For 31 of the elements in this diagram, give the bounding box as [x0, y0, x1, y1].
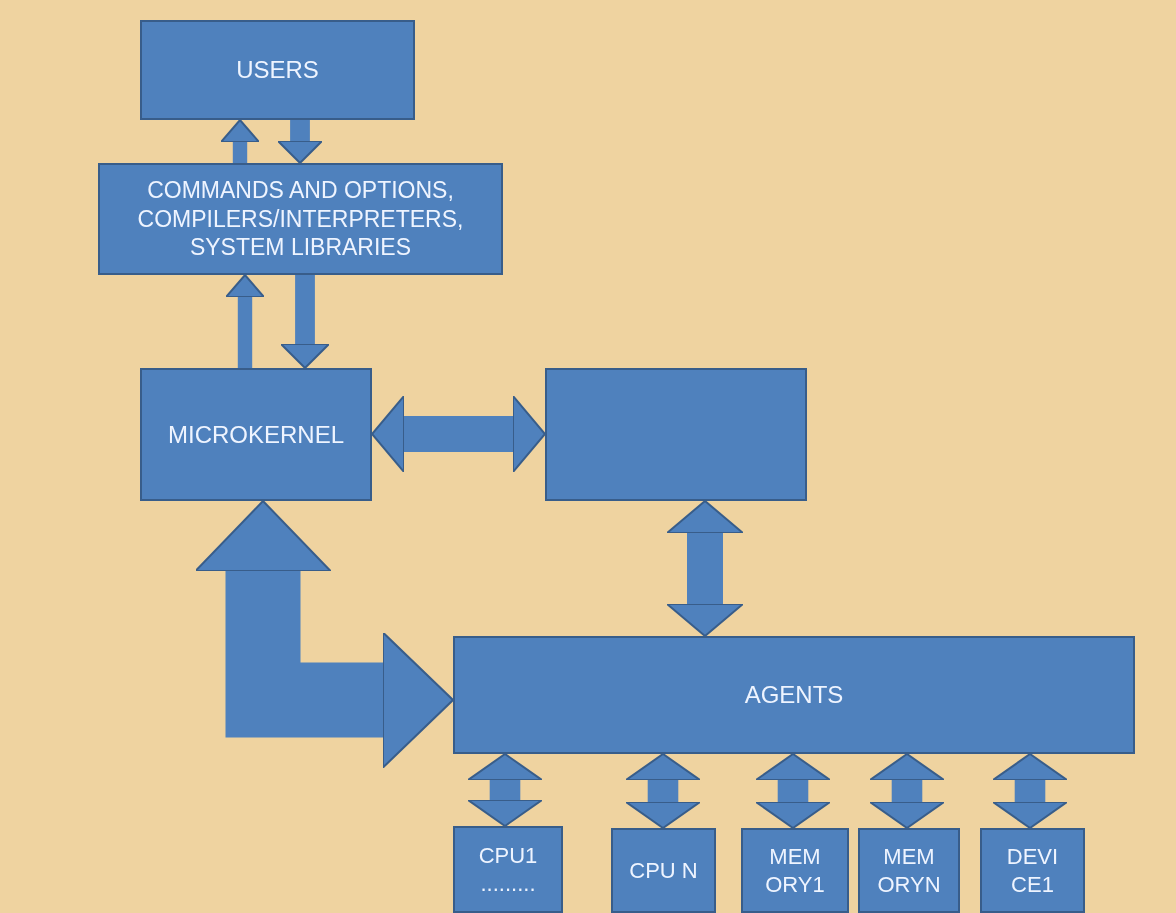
block-arrow: [869, 753, 945, 829]
process-box: [611, 828, 716, 913]
box-label: AGENTS: [744, 680, 844, 710]
box-label: CPU1 .........: [477, 842, 539, 897]
block-arrow: [371, 395, 546, 473]
process-box: [98, 163, 503, 275]
block-arrow: [755, 753, 831, 829]
box-label: MEM ORYN: [876, 843, 942, 898]
process-box: [140, 368, 372, 501]
box-label: COMMANDS AND OPTIONS, COMPILERS/INTERPRETERS, SYSTEM LIBRARIES: [136, 175, 465, 263]
box-label: CPU N: [629, 856, 698, 885]
box-label: DEVI CE1: [1005, 843, 1060, 898]
process-box: [858, 828, 960, 913]
block-arrow: [467, 753, 543, 827]
block-arrow: [625, 753, 701, 829]
block-arrow: [280, 275, 330, 369]
process-box: [140, 20, 415, 120]
process-box: [453, 636, 1135, 754]
block-arrow: [666, 500, 744, 637]
process-box: [741, 828, 849, 913]
block-arrow: [220, 119, 260, 163]
box-label: USERS: [236, 55, 319, 85]
block-arrow: [992, 753, 1068, 829]
box-label: MEM ORY1: [764, 843, 826, 898]
box-label: MICROKERNEL: [168, 419, 344, 450]
block-arrow: [225, 274, 265, 368]
block-arrow: [277, 120, 323, 164]
process-box: [545, 368, 807, 501]
block-arrow: [194, 500, 454, 769]
process-box: [980, 828, 1085, 913]
process-box: [453, 826, 563, 913]
